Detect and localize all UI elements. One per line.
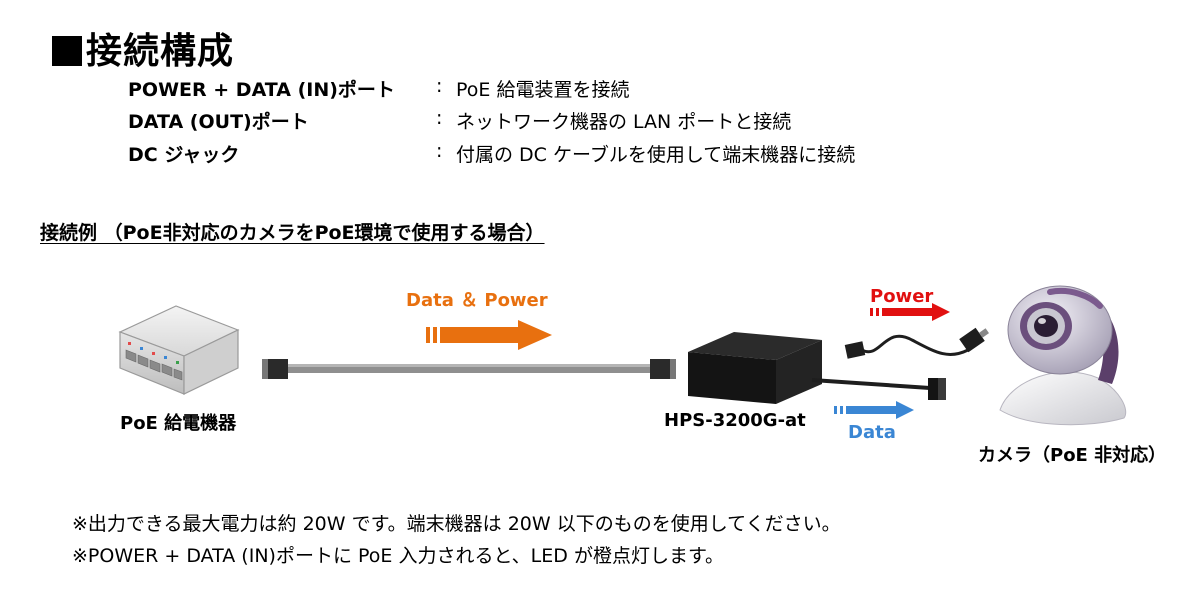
- data-label: Data: [848, 422, 896, 443]
- camera-icon: [999, 285, 1127, 426]
- camera-label: カメラ（PoE 非対応）: [978, 445, 1167, 466]
- spec-desc-data-out: ネットワーク機器の LAN ポートと接続: [456, 111, 792, 133]
- ethernet-cable-in: [262, 359, 676, 379]
- spec-colon: :: [436, 140, 443, 162]
- note-led: ※POWER + DATA (IN)ポートに PoE 入力されると、LED が橙…: [72, 545, 725, 567]
- spec-colon: :: [436, 75, 443, 97]
- power-label: Power: [870, 286, 934, 307]
- data-arrow-icon: [834, 401, 914, 419]
- switch-label: PoE 給電機器: [120, 413, 237, 434]
- injector-label: HPS-3200G-at: [664, 410, 806, 431]
- spec-label-dc-jack: DC ジャック: [128, 144, 240, 166]
- injector-device-icon: [688, 332, 822, 404]
- spec-desc-power-data-in: PoE 給電装置を接続: [456, 79, 630, 101]
- power-arrow-icon: [870, 303, 950, 321]
- spec-label-power-data-in: POWER + DATA (IN)ポート: [128, 79, 395, 101]
- data-power-label: Data ＆ Power: [406, 290, 548, 311]
- ethernet-cable-out: [811, 378, 946, 400]
- dc-cable: [844, 327, 989, 359]
- spec-desc-dc-jack: 付属の DC ケーブルを使用して端末機器に接続: [456, 144, 856, 166]
- spec-colon: :: [436, 107, 443, 129]
- spec-label-data-out: DATA (OUT)ポート: [128, 111, 309, 133]
- example-heading: 接続例 （PoE非対応のカメラをPoE環境で使用する場合）: [40, 222, 545, 244]
- note-max-power: ※出力できる最大電力は約 20W です。端末機器は 20W 以下のものを使用して…: [72, 513, 841, 535]
- square-bullet-icon: [52, 36, 82, 66]
- poe-switch-icon: [118, 305, 240, 395]
- data-power-arrow-icon: [426, 320, 552, 350]
- page-title: 接続構成: [52, 22, 234, 74]
